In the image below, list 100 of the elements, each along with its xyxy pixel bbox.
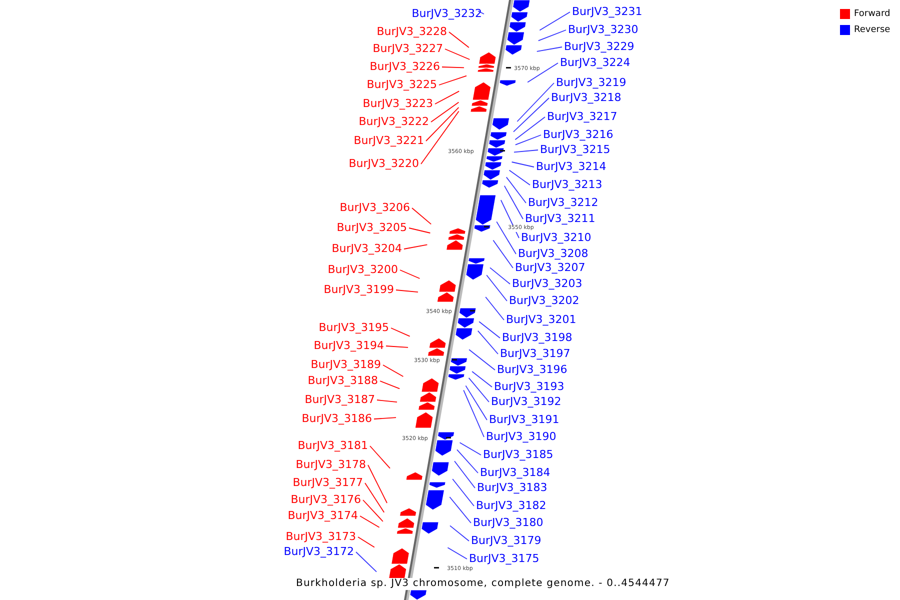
gene-label: BurJV3_3202 [509,294,580,307]
gene-label: BurJV3_3222 [358,115,429,128]
leader-line [538,30,566,42]
leader-line [449,496,472,524]
leader-line [364,482,385,513]
leader-line [382,364,404,377]
leader-line [506,176,526,204]
gene-label: BurJV3_3204 [332,242,402,255]
gene-label: BurJV3_3188 [308,374,378,387]
gene-label: BurJV3_3218 [551,91,622,104]
gene-label: BurJV3_3227 [372,42,443,55]
leader-line [390,328,410,337]
gene-label: BurJV3_3198 [502,331,572,344]
gene-label: BurJV3_3182 [476,499,546,512]
leader-line [404,244,428,250]
leader-line [434,90,460,104]
gene-label: BurJV3_3197 [500,347,570,360]
gene-label: BurJV3_3194 [314,339,384,352]
leader-line [492,240,514,268]
leader-line [396,290,418,293]
leader-line [514,134,542,146]
leader-line [376,400,398,403]
gene-label: BurJV3_3210 [521,231,592,244]
leader-line [370,446,390,469]
leader-line [400,270,420,279]
gene-label: BurJV3_3184 [480,466,550,479]
gene-label: BurJV3_3221 [354,134,424,147]
leader-line [444,48,470,60]
gene-label: BurJV3_3185 [483,448,554,461]
leader-line [539,12,570,31]
leader-line [465,385,488,420]
gene-label: BurJV3_3191 [489,413,560,426]
caption: Burkholderia sp. JV3 chromosome, complete genome. - 0..4544477 [296,578,670,590]
gene-label: BurJV3_3174 [288,509,358,522]
gene-label: BurJV3_3208 [518,247,588,260]
gene-label: BurJV3_3200 [328,263,398,276]
gene-label: BurJV3_3203 [512,277,582,290]
leader-line [356,552,377,572]
gene-label: BurJV3_3175 [469,552,540,565]
leader-line [468,377,490,402]
leader-line [472,371,492,388]
leader-line [496,221,516,254]
leader-line [477,330,498,354]
leader-line [452,478,474,506]
gene-label: BurJV3_3199 [324,283,394,296]
gene-label: BurJV3_3230 [568,23,638,36]
leader-line [511,162,534,168]
leader-line [459,442,482,456]
leader-line [360,516,380,528]
leader-line [408,228,431,234]
gene-label: BurJV3_3179 [471,534,542,547]
leader-line [420,110,460,164]
gene-label: BurJV3_3211 [525,212,596,225]
leader-line [430,102,460,122]
gene-label: BurJV3_3225 [366,78,437,91]
leader-line [514,116,546,140]
leader-line [450,525,470,542]
leader-line [454,460,476,488]
legend-label: Forward [854,9,890,20]
gene-label: BurJV3_3226 [370,60,440,73]
gene-label: BurJV3_3219 [556,76,626,89]
gene-label: BurJV3_3228 [376,25,447,38]
gene-label: BurJV3_3224 [560,56,630,69]
gene-label: BurJV3_3220 [348,157,419,170]
gene-label: BurJV3_3223 [362,97,433,110]
leader-line [456,449,478,474]
gene-label: BurJV3_3212 [528,196,598,209]
gene-label: BurJV3_3215 [540,143,610,156]
gene-label: BurJV3_3216 [543,128,614,141]
gene-label: BurJV3_3195 [318,321,389,334]
leader-line [386,346,408,348]
leader-line [514,150,538,153]
leader-line [478,321,500,338]
gene-label: BurJV3_3190 [486,430,556,443]
leader-line [438,75,467,86]
gene-label: BurJV3_3183 [477,481,548,494]
gene-label: BurJV3_3178 [296,458,366,471]
gene-label: BurJV3_3201 [506,313,576,326]
leader-line [508,170,530,186]
legend-label: Reverse [854,25,890,36]
gene-label: BurJV3_3214 [536,160,606,173]
leader-line [527,62,558,83]
gene-label: BurJV3_3180 [473,516,544,529]
gene-label: BurJV3_3172 [284,545,354,558]
leader-line [380,380,400,390]
leader-line [468,349,496,370]
gene-label: BurJV3_3176 [290,493,361,506]
leader-line [485,296,504,320]
leader-line [362,500,384,522]
gene-label: BurJV3_3189 [310,358,381,371]
leader-line [448,32,470,48]
leader-line [447,547,468,560]
gene-label: BurJV3_3207 [515,261,586,274]
leader-line [374,417,396,420]
leader-line [442,66,464,68]
gene-label: BurJV3_3196 [497,363,568,376]
leader-line [516,82,554,122]
gene-label: BurJV3_3177 [292,476,363,489]
leader-line [504,185,524,220]
gene-label: BurJV3_3192 [491,395,562,408]
